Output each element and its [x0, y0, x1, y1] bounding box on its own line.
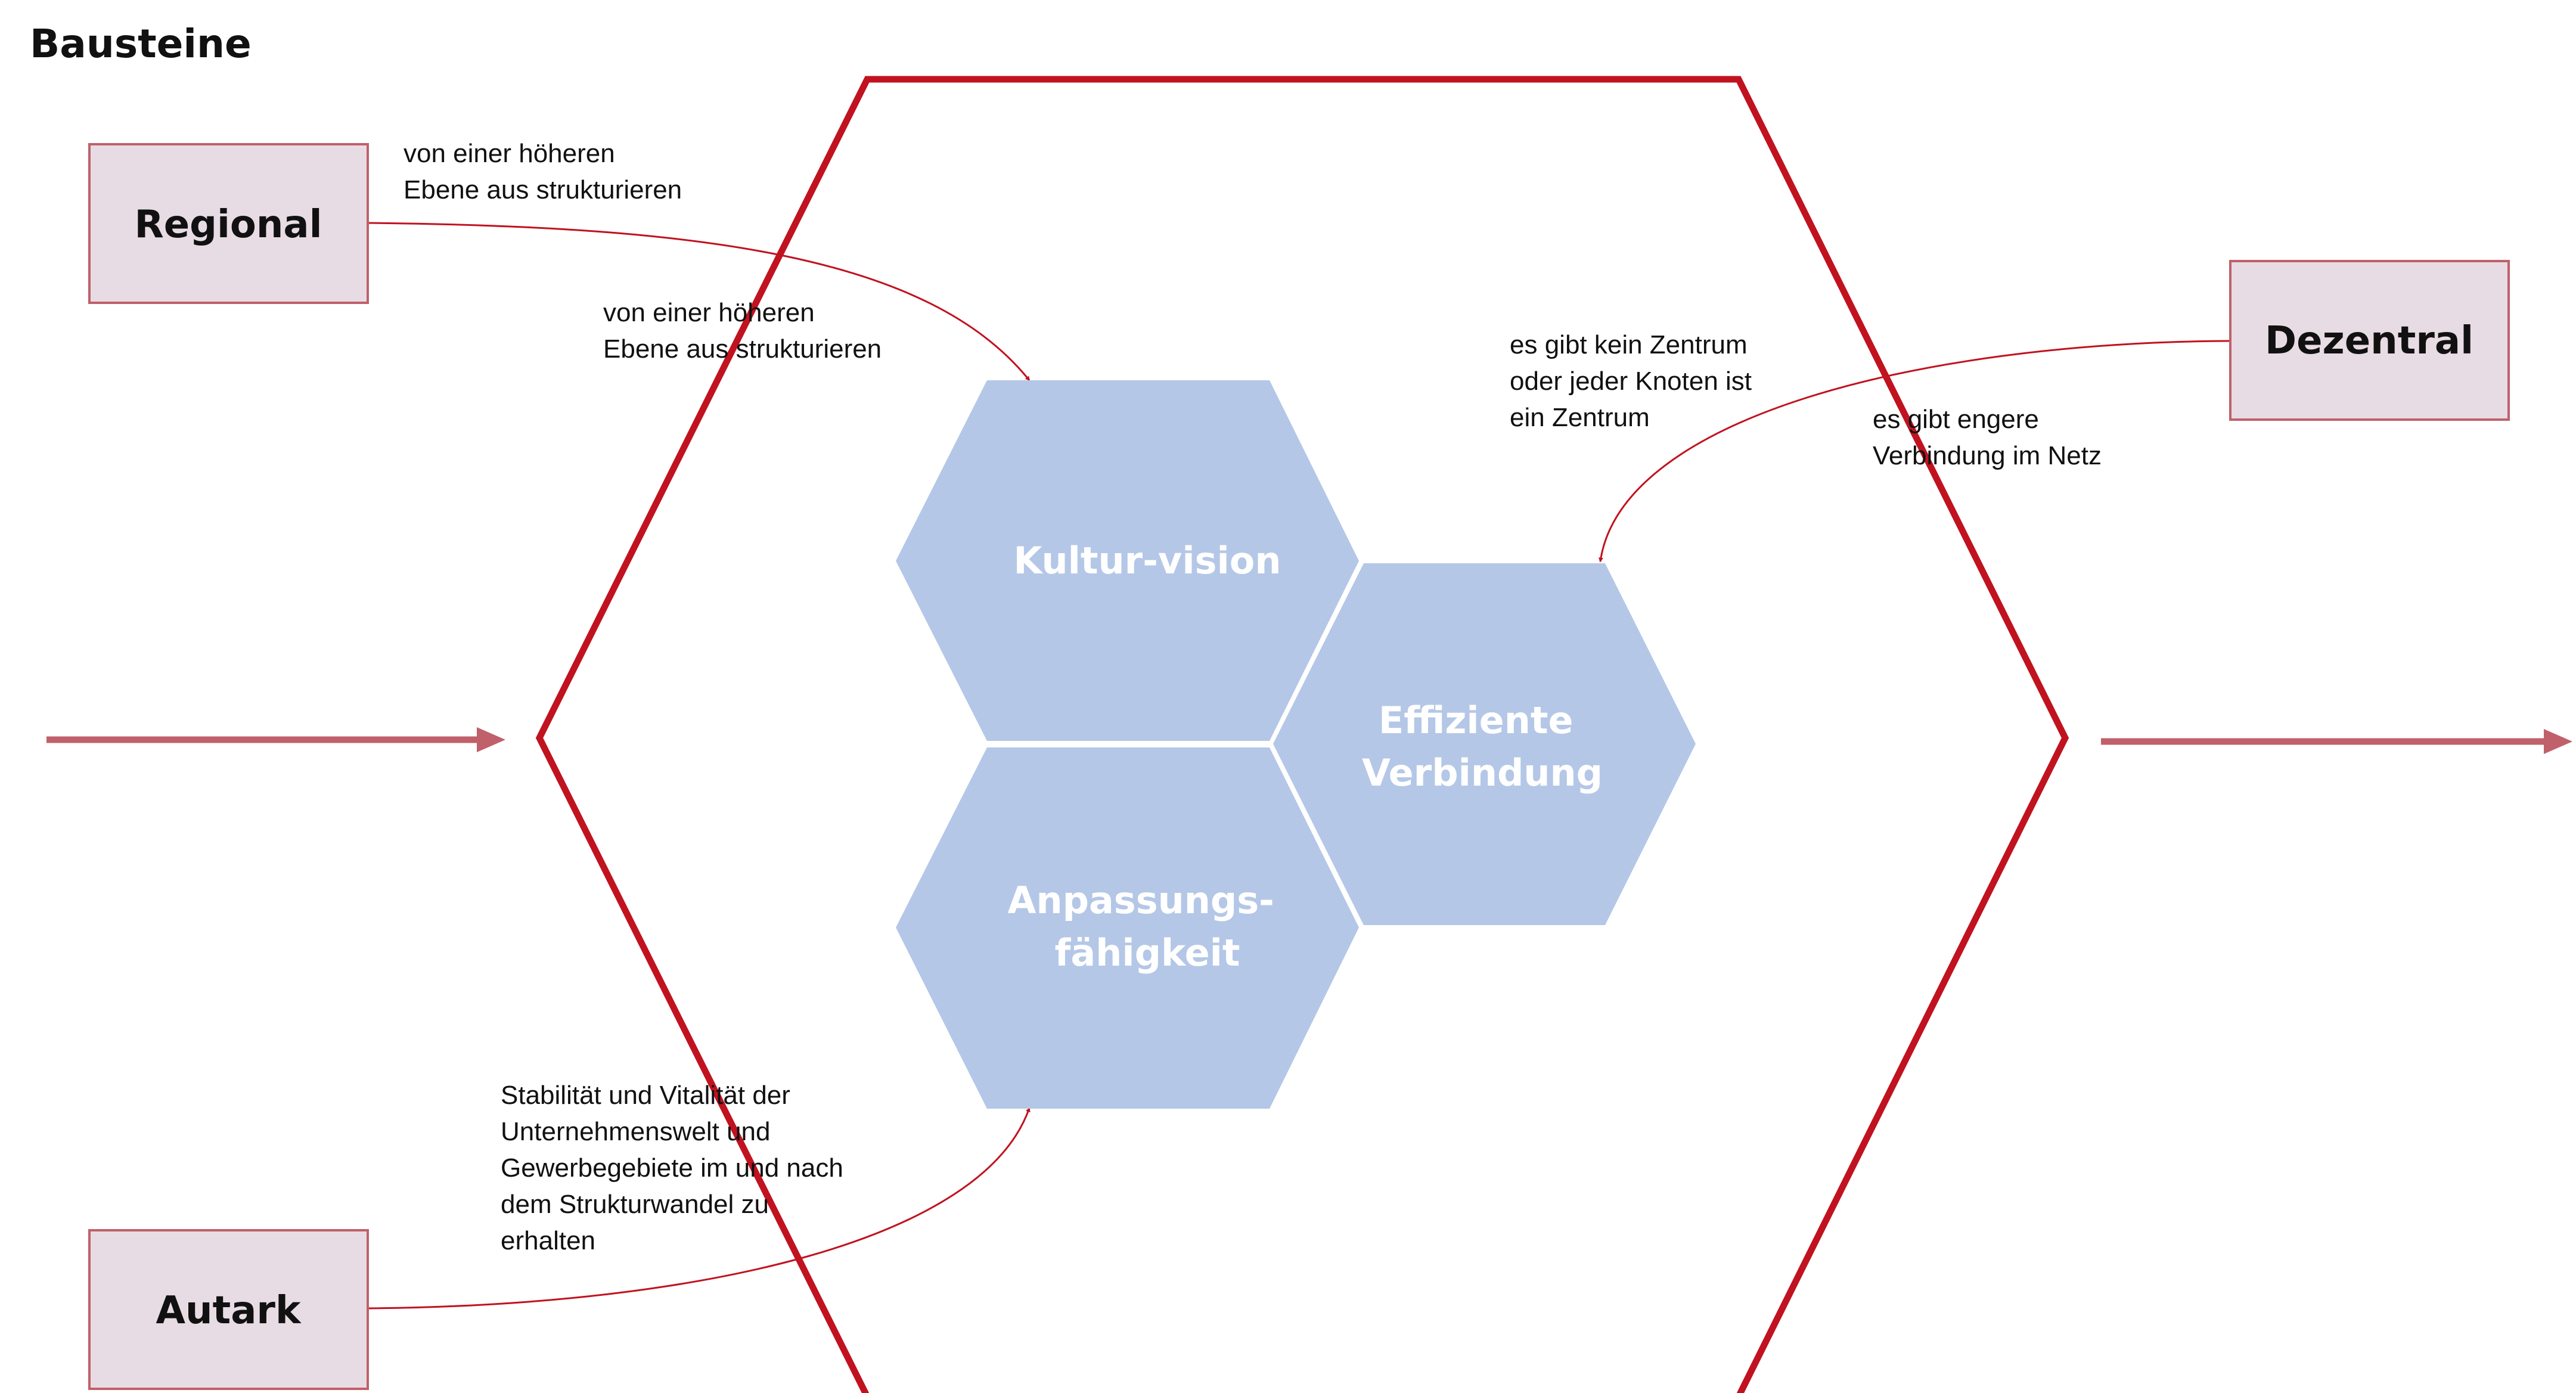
hexagon-effiziente-verbindung: Effiziente Verbindung: [1273, 563, 1696, 925]
right-arrow: [2101, 729, 2572, 754]
frame-hexagon: [535, 76, 2069, 1393]
page-title: Bausteine: [30, 21, 252, 67]
note-autark: Stabilität und Vitalität der Unternehmen…: [501, 1081, 851, 1255]
note-regional-inner: von einer höheren Ebene aus strukturiere…: [603, 298, 882, 364]
box-regional: Regional: [88, 143, 369, 304]
left-arrow: [46, 727, 505, 752]
hexagon-kultur-vision-label: Kultur-vision: [1014, 539, 1281, 582]
hexagon-anpassungsfaehigkeit: Anpassungs- fähigkeit: [896, 747, 1359, 1109]
connector-regional: [367, 222, 1031, 381]
box-autark-label: Autark: [156, 1289, 302, 1333]
connector-autark: [367, 1107, 1031, 1310]
hexagon-effiziente-verbindung-label: Effiziente Verbindung: [1362, 699, 1603, 795]
box-dezentral-label: Dezentral: [2265, 319, 2473, 363]
connector-dezentral: [1598, 340, 2230, 563]
note-regional-top: von einer höheren Ebene aus strukturiere…: [404, 139, 682, 204]
box-autark: Autark: [88, 1229, 369, 1390]
hexagon-kultur-vision: Kultur-vision: [896, 380, 1359, 741]
note-dezentral-outer: es gibt engere Verbindung im Netz: [1873, 405, 2102, 470]
box-regional-label: Regional: [134, 203, 322, 247]
box-dezentral: Dezentral: [2229, 260, 2510, 421]
hexagon-anpassungsfaehigkeit-label: Anpassungs- fähigkeit: [1007, 879, 1287, 975]
note-dezentral-inner: es gibt kein Zentrum oder jeder Knoten i…: [1510, 330, 1759, 432]
